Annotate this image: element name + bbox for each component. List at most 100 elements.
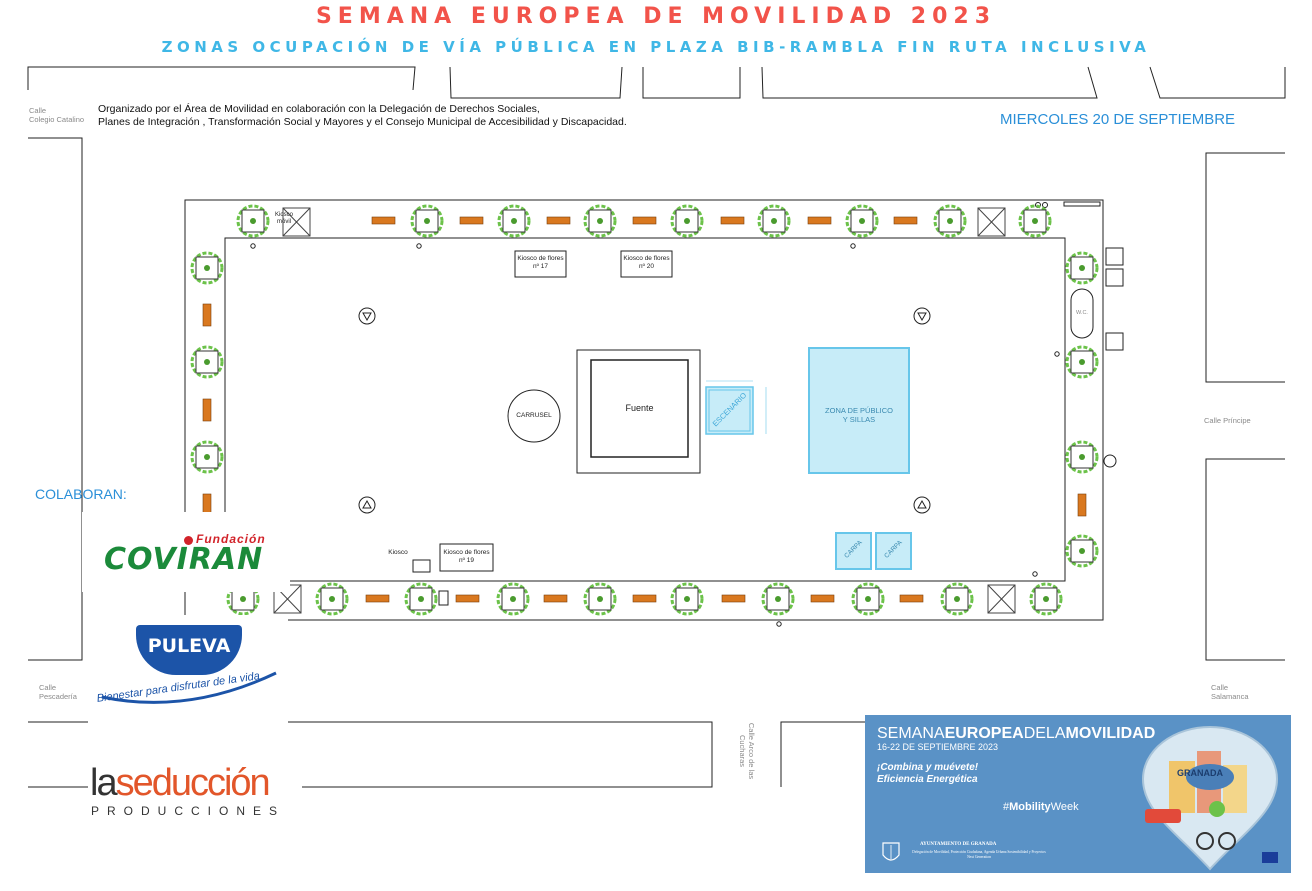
bench-icon [371,216,396,225]
street-pescaderia-1: Calle [39,683,57,692]
bench-icon [202,398,212,422]
map-subtitle: ZONAS OCUPACIÓN DE VÍA PÚBLICA EN PLAZA … [161,38,1151,56]
banner-title-b: EUROPEA [944,725,1024,742]
carousel-label: CARRUSEL [516,412,552,419]
coviran-fundacion: Fundación [196,532,266,546]
bench-icon [455,594,480,603]
fountain-label: Fuente [625,403,654,413]
coviran-name: COVIRAN [104,542,264,577]
plaza-inner [224,237,1066,582]
puleva-shield-icon [136,625,242,675]
wc-label: W.C. [1076,310,1088,316]
building-outlines [27,66,1286,788]
building-bottom-left [28,721,713,788]
banner-hashtag-a: # [1003,801,1010,813]
laseduccion-seduccion: seducción [115,762,271,804]
mobility-week-banner: SEMANAEUROPEADELAMOVILIDAD 16-22 DE SEPT… [865,715,1291,873]
banner-title-c: DELA [1023,725,1066,742]
banner-slogan-1: ¡Combina y muévete! [877,762,979,773]
tree-icon [1029,582,1063,616]
banner-ayuntamiento: AYUNTAMIENTO DE GRANADA [920,842,997,847]
kiosk-mobile-label-2: móvil [276,219,291,225]
tree-icon [1065,440,1099,474]
street-pescaderia: Calle Pescadería [39,683,77,701]
building-top-right [761,66,1098,99]
bench-icon [720,216,745,225]
banner-hashtag-b: Mobility [1009,801,1051,813]
bench-icon [459,216,484,225]
laseduccion-la: la [90,762,118,804]
laseduccion-producciones: PRODUCCIONES [91,804,286,818]
tree-icon [1065,534,1099,568]
banner-ayuntamiento-sub: Delegación de Movilidad, Protección Ciud… [912,850,1046,859]
tree-icon [940,582,974,616]
tree-icon [933,204,967,238]
tree-icon [1065,251,1099,285]
banner-hashtag-c: Week [1050,801,1079,813]
bench-icon [546,216,571,225]
tree-icon [757,204,791,238]
bench-icon [543,594,568,603]
tree-icon [190,251,224,285]
banner-title-d: MOVILIDAD [1065,725,1156,742]
street-salamanca: Calle Salamanca [1211,683,1249,701]
carousel [507,389,561,443]
banner-title: SEMANAEUROPEADELAMOVILIDAD [877,725,1155,743]
granada-crest-icon [882,842,900,861]
tent-2 [875,532,912,570]
banner-title-a: SEMANA [877,725,945,742]
banner-dates: 16-22 DE SEPTIEMBRE 2023 [877,742,999,752]
street-pescaderia-2: Pescadería [39,692,77,701]
kiosk-17-label-1: Kiosco de flores [517,255,564,262]
organizer-text: Organizado por el Área de Movilidad en c… [98,103,627,129]
coviran-logo: Fundación COVIRAN [82,512,290,592]
audience-zone-label: ZONA DE PÚBLICO Y SILLAS [809,406,909,424]
bench-icon [632,594,657,603]
tree-icon [851,582,885,616]
tree-icon [583,204,617,238]
lamp-posts [250,243,1060,627]
benches [202,216,1087,603]
trees [190,204,1099,616]
bench-icon [365,594,390,603]
kiosk-19-label-1: Kiosco de flores [443,549,490,556]
street-colegio-catalino: Calle Colegio Catalino [29,106,84,124]
event-date: MIERCOLES 20 DE SEPTIEMBRE [1000,111,1236,128]
banner-city: GRANADA [1177,768,1223,778]
street-arco-cucharas: Calle Arco de las Cucharas [738,722,756,780]
building-top-left [27,66,416,91]
kiosk-20-label-2: nº 20 [638,263,655,270]
building-top-corner [1149,66,1286,99]
kiosk-small [412,559,431,573]
kiosk-17-label: Kiosco de flores nº 17 [515,255,566,271]
tree-icon [496,582,530,616]
kiosk-20 [620,250,673,278]
tree-icon [410,204,444,238]
bench-icon [899,594,924,603]
plaza-outer [184,199,1104,621]
building-top-center-2 [642,67,741,99]
tree-icon [761,582,795,616]
bench-icon [807,216,832,225]
puleva-swoosh-icon [101,671,277,704]
banner-hashtag: #MobilityWeek [1003,801,1079,813]
fountain [576,349,701,474]
bench-icon [721,594,746,603]
stage [705,380,767,435]
coviran-dot-icon [184,536,193,545]
kiosk-17-label-2: nº 17 [532,263,549,270]
building-top-center [449,66,623,99]
tree-icon [315,582,349,616]
puleva-name: PULEVA [147,635,231,657]
laseduccion-name: laseducción [90,762,271,805]
granada-pin-icon [1141,726,1279,871]
right-side-furniture [438,201,1124,606]
tree-icon [1065,345,1099,379]
organizer-line-2: Planes de Integración , Transformación S… [98,116,627,128]
kiosk-20-label-1: Kiosco de flores [623,255,670,262]
tree-icon [1018,204,1052,238]
tree-icon [236,204,270,238]
bench-icon [810,594,835,603]
tree-icon [670,204,704,238]
kiosk-19-label: Kiosco de flores nº 19 [440,549,493,565]
